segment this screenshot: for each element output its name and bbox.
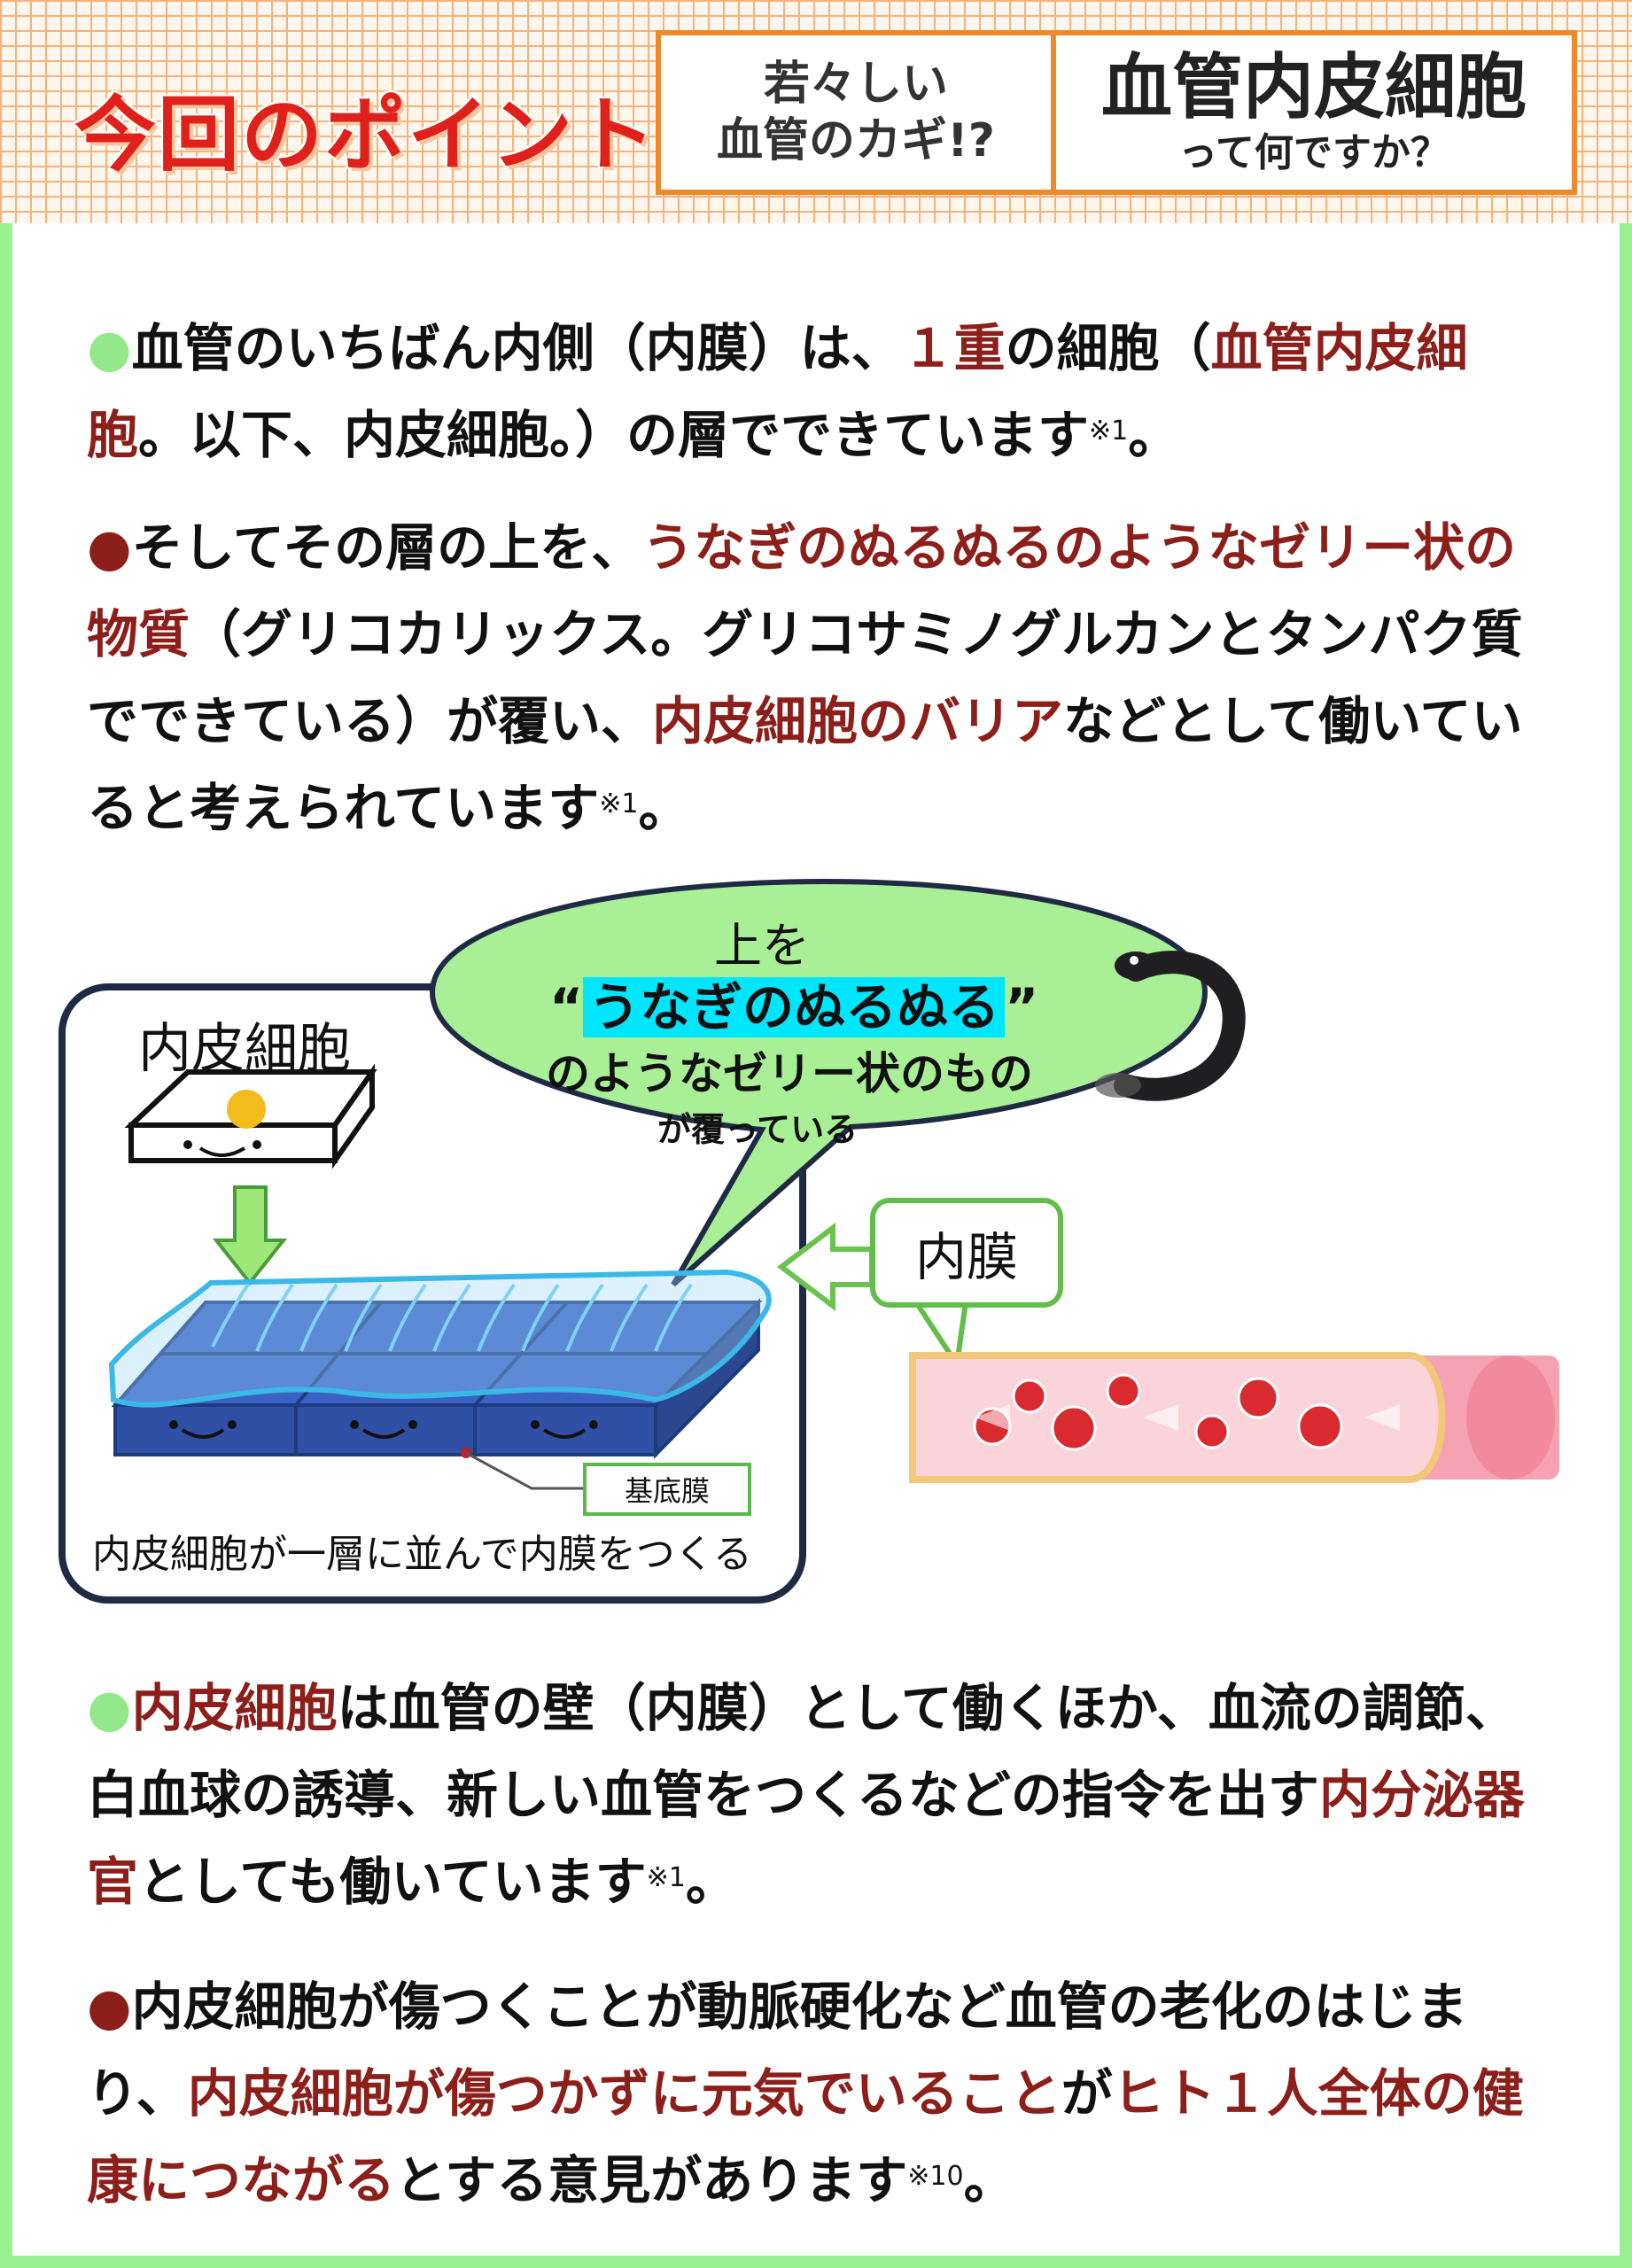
- paragraph-1: ●血管のいちばん内側（内膜）は、１重の細胞（血管内皮細胞。以下、内皮細胞。）の層…: [87, 305, 1558, 478]
- badge-left-line1: 若々しい: [763, 58, 948, 111]
- endothelium-layer: [111, 1298, 763, 1490]
- bubble-quote-close: ”: [1005, 977, 1039, 1037]
- p4-a: 内皮細胞が傷つくことが動脈硬化など血管の老化のはじまり、: [87, 1977, 1468, 2124]
- bubble-line-4: が覆っている: [657, 1110, 859, 1149]
- bubble-line-1: 上を: [714, 918, 810, 974]
- paragraph-2: ●そしてその層の上を、うなぎのぬるぬるのようなゼリー状の物質（グリコカリックス。…: [87, 504, 1558, 851]
- p1-a: 血管のいちばん内側（内膜）は、: [131, 318, 903, 378]
- badge-right-main: 血管内皮細胞: [1101, 46, 1527, 128]
- badge-right: 血管内皮細胞 って何ですか？: [1056, 35, 1572, 190]
- p4-c: が: [1061, 2063, 1113, 2124]
- p2-end: 。: [638, 778, 690, 838]
- blood-vessel-illustration: [909, 1352, 1559, 1483]
- badge-right-sub: って何ですか？: [1178, 130, 1449, 175]
- panel-title: 内皮細胞: [138, 1018, 351, 1080]
- panel-caption: 内皮細胞が一層に並んで内膜をつくる: [92, 1532, 752, 1577]
- red-bullet-icon: ●: [87, 517, 132, 578]
- p4-b: 内皮細胞が傷つかずに元気でいること: [187, 2063, 1061, 2124]
- bubble-quote-open: “: [549, 977, 584, 1037]
- paragraph-3: ●内皮細胞は血管の壁（内膜）として働くほか、血流の調節、白血球の誘導、新しい血管…: [87, 1665, 1558, 1925]
- p4-end: 。: [963, 2150, 1015, 2210]
- green-bullet-icon: ●: [87, 318, 132, 378]
- intima-label-box: 内膜: [870, 1198, 1063, 1308]
- badge-left-line2: 血管のカギ!?: [717, 114, 995, 167]
- bubble-line-2: “うなぎのぬるぬる”: [549, 966, 1038, 1040]
- p2-b: うなぎのぬるぬるのようなゼリー状の物質: [87, 517, 1517, 664]
- topic-badge: 若々しい 血管のカギ!? 血管内皮細胞 って何ですか？: [656, 30, 1577, 195]
- p3-c: 内分泌器官: [87, 1765, 1525, 1912]
- p2-d: 内皮細胞のバリア: [652, 691, 1064, 751]
- p3-d: としても働いています: [138, 1852, 647, 1912]
- p2-ref: ※1: [599, 788, 639, 819]
- p2-e: などとして働いていると考えられています: [87, 691, 1523, 838]
- p2-a: そしてその層の上を、: [131, 517, 643, 578]
- p1-e: 。以下、内皮細胞。）の層でできています: [138, 405, 1090, 465]
- p3-a: 内皮細胞: [131, 1678, 338, 1738]
- p3-end: 。: [685, 1852, 737, 1912]
- p4-e: とする意見があります: [395, 2150, 908, 2210]
- p1-c: の細胞（: [1005, 318, 1211, 378]
- p3-ref: ※1: [646, 1862, 686, 1893]
- paragraph-4: ●内皮細胞が傷つくことが動脈硬化など血管の老化のはじまり、内皮細胞が傷つかずに元…: [87, 1963, 1558, 2224]
- basal-membrane-label: 基底膜: [583, 1463, 751, 1516]
- p2-c: （グリコカリックス。グリコサミノグルカンとタンパク質でできている）が覆い、: [87, 604, 1523, 751]
- p4-d: ヒト１人全体の健康につながる: [87, 2063, 1524, 2210]
- eel-icon: [1095, 951, 1246, 1101]
- badge-left: 若々しい 血管のカギ!?: [661, 35, 1056, 190]
- glycocalyx-strands: [211, 1283, 693, 1352]
- header-title: 今回のポイント: [74, 88, 658, 183]
- green-bullet-icon: ●: [87, 1678, 132, 1738]
- bubble-highlight: うなぎのぬるぬる: [583, 977, 1006, 1037]
- red-blood-cell-icons: [973, 1373, 1343, 1451]
- left-arrow-icon: [777, 1222, 874, 1312]
- endothelial-cell-icon: [124, 1063, 377, 1169]
- down-arrow-icon: [212, 1185, 288, 1286]
- p3-b: は血管の壁（内膜）として働くほか、血流の調節、白血球の誘導、新しい血管をつくるな…: [87, 1678, 1517, 1825]
- p1-b: １重: [902, 318, 1006, 378]
- p1-ref: ※1: [1089, 416, 1129, 447]
- p4-ref: ※10: [907, 2161, 964, 2192]
- p1-d: 血管内皮細胞: [87, 318, 1468, 465]
- p1-end: 。: [1128, 405, 1180, 465]
- red-bullet-icon: ●: [87, 1977, 132, 2037]
- bubble-line-3: のようなゼリー状のもの: [546, 1048, 1033, 1099]
